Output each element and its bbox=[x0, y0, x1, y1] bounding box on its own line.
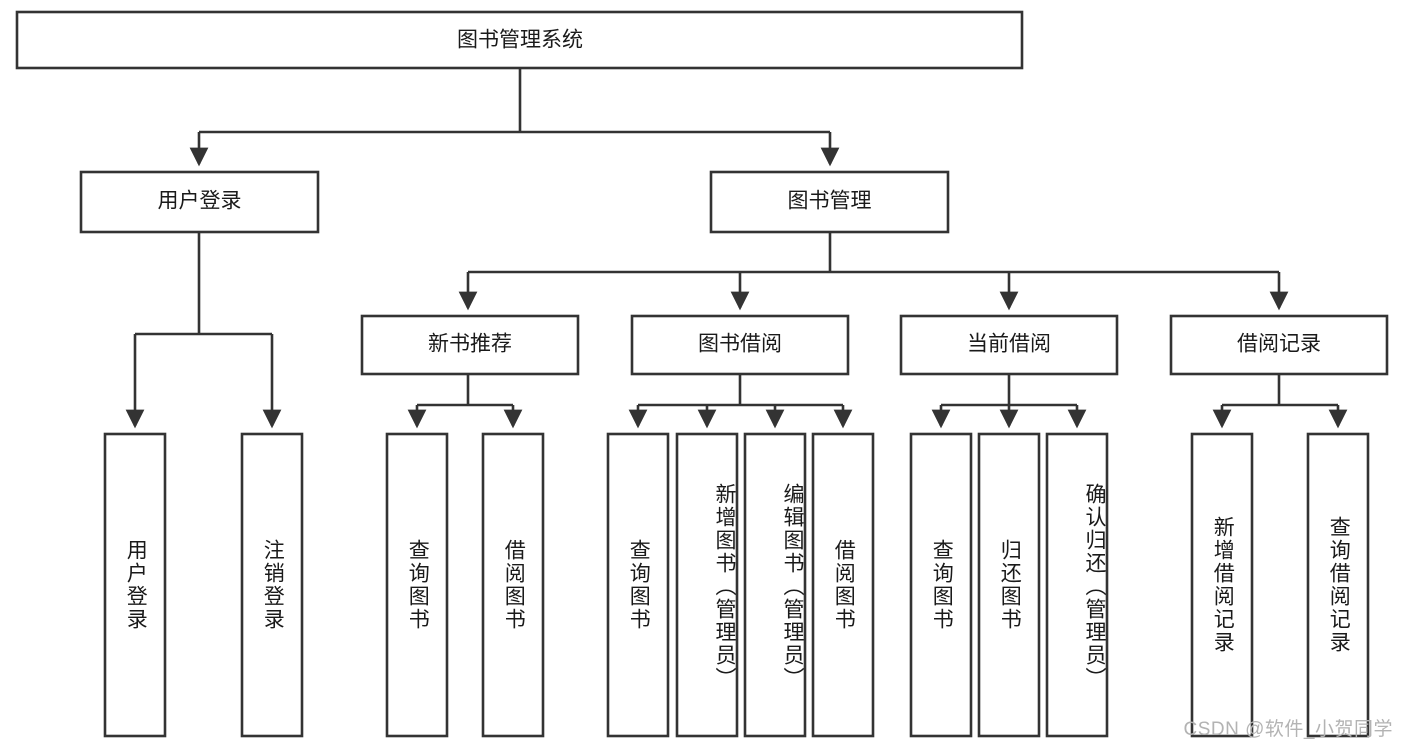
node-book-manage-label: 图书管理 bbox=[788, 190, 872, 213]
node-leaf-borrow-book-2[interactable] bbox=[811, 432, 875, 738]
node-user-login[interactable]: 用户登录 bbox=[79, 170, 320, 234]
node-leaf-confirm-return[interactable] bbox=[1045, 432, 1109, 738]
node-book-borrow[interactable]: 图书借阅 bbox=[630, 314, 850, 376]
node-book-manage[interactable]: 图书管理 bbox=[709, 170, 950, 234]
node-leaf-user-logout[interactable] bbox=[240, 432, 304, 738]
connector-group bbox=[125, 68, 1348, 429]
node-leaf-add-record[interactable] bbox=[1190, 432, 1254, 738]
node-leaf-query-book-3[interactable] bbox=[909, 432, 973, 738]
csdn-watermark: CSDN @软件_小贺同学 bbox=[1183, 719, 1393, 740]
node-leaf-add-book[interactable] bbox=[675, 432, 739, 738]
node-borrow-record[interactable]: 借阅记录 bbox=[1169, 314, 1389, 376]
node-leaf-return-book[interactable] bbox=[977, 432, 1041, 738]
node-leaf-query-book-2[interactable] bbox=[606, 432, 670, 738]
node-current-borrow-label: 当前借阅 bbox=[967, 333, 1051, 356]
node-new-book-recommend-label: 新书推荐 bbox=[428, 333, 512, 356]
node-root-label: 图书管理系统 bbox=[457, 29, 583, 52]
node-leaf-query-record[interactable] bbox=[1306, 432, 1370, 738]
node-root[interactable]: 图书管理系统 bbox=[15, 10, 1024, 70]
node-new-book-recommend[interactable]: 新书推荐 bbox=[360, 314, 580, 376]
node-leaf-user-login[interactable] bbox=[103, 432, 167, 738]
node-leaf-borrow-book-1[interactable] bbox=[481, 432, 545, 738]
node-leaf-query-book-1[interactable] bbox=[385, 432, 449, 738]
node-borrow-record-label: 借阅记录 bbox=[1237, 333, 1321, 356]
node-leaf-edit-book[interactable] bbox=[743, 432, 807, 738]
node-user-login-label: 用户登录 bbox=[158, 190, 242, 213]
node-current-borrow[interactable]: 当前借阅 bbox=[899, 314, 1119, 376]
node-book-borrow-label: 图书借阅 bbox=[698, 333, 782, 356]
